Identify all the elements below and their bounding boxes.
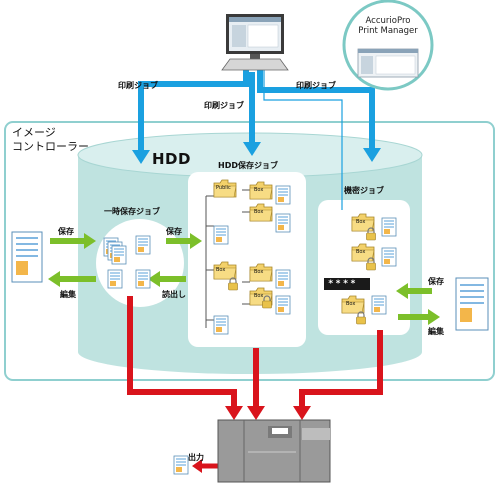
folder-label-box3: Box	[216, 267, 226, 273]
print-job-mid-label: 印刷ジョブ	[204, 101, 244, 110]
input-document-left	[11, 231, 43, 283]
save-mid-label: 保存	[166, 227, 182, 236]
controller-label-line2: コントローラー	[12, 140, 89, 153]
temp-save-job-label: 一時保存ジョブ	[104, 207, 160, 216]
folder-label-box1: Box	[254, 187, 264, 193]
password-field	[324, 278, 370, 290]
folder-label-box6: Box	[356, 219, 366, 225]
input-document-right	[455, 277, 489, 331]
print-job-arrows	[132, 70, 381, 210]
folder-label-public: Public	[216, 185, 231, 191]
edit-left-label: 編集	[60, 290, 76, 299]
edit-right-label: 編集	[428, 327, 444, 336]
secure-job-label: 機密ジョブ	[344, 186, 384, 195]
edit-save-arrows	[48, 233, 440, 325]
computer-icon	[221, 14, 289, 71]
app-name-line1: AccurioPro	[365, 16, 411, 26]
save-left-label: 保存	[58, 227, 74, 236]
hdd-save-tree	[205, 189, 250, 328]
folder-label-box7: Box	[356, 249, 366, 255]
hdd-save-job-label: HDD保存ジョブ	[218, 161, 278, 170]
folder-label-box2: Box	[254, 209, 264, 215]
read-out-label: 読出し	[162, 290, 186, 299]
output-label: 出力	[188, 453, 204, 462]
printer-icon	[217, 419, 331, 483]
print-job-right-label: 印刷ジョブ	[296, 81, 336, 90]
folder-label-box5: Box	[254, 293, 264, 299]
hdd-label: HDD	[152, 150, 191, 168]
folder-label-box4: Box	[254, 269, 264, 275]
folder-label-box8: Box	[346, 301, 356, 307]
accuriopro-print-manager-badge	[342, 0, 434, 91]
password-mask: ****	[328, 279, 358, 289]
output-arrows	[127, 296, 383, 473]
controller-label-line1: イメージ	[12, 126, 56, 139]
output-document	[173, 455, 189, 475]
print-job-left-label: 印刷ジョブ	[118, 81, 158, 90]
save-right-label: 保存	[428, 277, 444, 286]
secure-job-folders	[324, 213, 397, 325]
app-name-line2: Print Manager	[358, 26, 418, 36]
